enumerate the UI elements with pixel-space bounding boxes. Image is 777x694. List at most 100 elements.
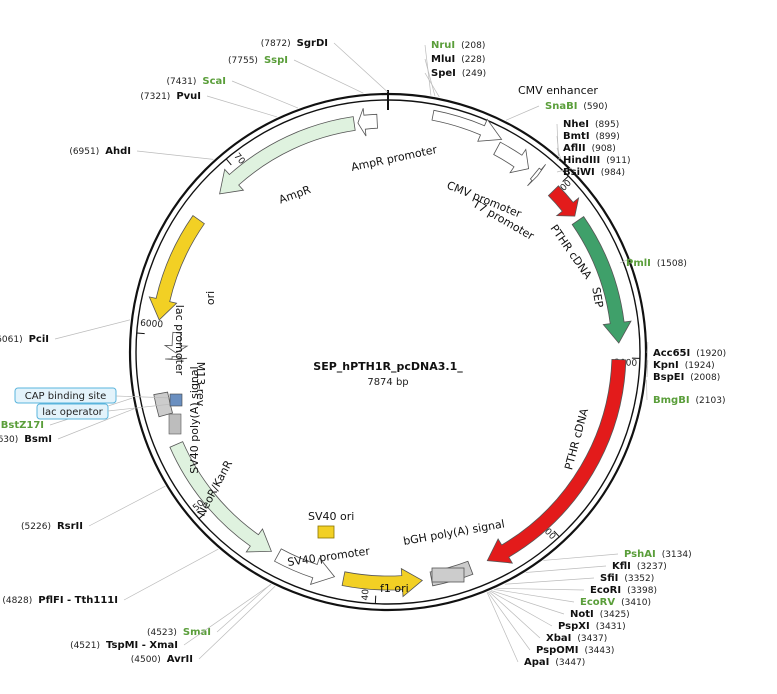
- site-leader-hindiii: [556, 157, 561, 161]
- feature-ori: [148, 215, 205, 321]
- site-name-hindiii: HindIII: [563, 155, 600, 166]
- site-apai: ApaI(3447): [524, 657, 585, 668]
- feature-ampr-promoter: [357, 108, 378, 137]
- plasmid-name: SEP_hPTH1R_pcDNA3.1_: [313, 360, 463, 373]
- site-spei: SpeI(249): [431, 68, 486, 79]
- site-pflfi-tth111i: PflFI - Tth111I(4828): [2, 595, 118, 606]
- site-pos-pvui: (7321): [140, 92, 170, 102]
- site-pos-bspei: (2008): [690, 373, 720, 383]
- tick-7000: [225, 158, 232, 166]
- site-leader-noti: [491, 590, 565, 615]
- feature-sv40-promoter: [273, 548, 336, 586]
- site-leader-apai: [486, 592, 519, 663]
- site-name-aflii: AflII: [563, 143, 586, 154]
- site-pos-mlui: (228): [461, 55, 485, 65]
- site-leader-snabi: [505, 105, 540, 121]
- site-bmgbi: BmgBI(2103): [653, 395, 725, 406]
- site-pos-kfli: (3237): [637, 562, 667, 572]
- site-name-bstz17i: BstZ17I: [1, 420, 44, 431]
- site-name-noti: NotI: [570, 609, 594, 620]
- site-nhei: NheI(895): [563, 119, 619, 130]
- feature-label-m13-rev: M13 rev: [194, 362, 207, 407]
- site-bstz17i: BstZ17I(5682): [1, 420, 44, 431]
- sv40-polya-mark: [168, 413, 182, 435]
- site-pos-tspmi-xmai: (4521): [70, 641, 100, 651]
- site-name-kpni: KpnI: [653, 360, 679, 371]
- site-name-acc65i: Acc65I: [653, 348, 690, 359]
- site-name-pcii: PciI: [29, 334, 49, 345]
- feature-label-ori: ori: [204, 291, 217, 305]
- site-pos-sfii: (3352): [624, 574, 654, 584]
- site-pos-bmgbi: (2103): [696, 396, 726, 406]
- site-name-xbai: XbaI: [546, 633, 571, 644]
- site-pos-aflii: (908): [592, 144, 616, 154]
- feature-lac-promoter: [163, 331, 189, 354]
- feature-label-f1-ori: f1 ori: [380, 582, 409, 595]
- site-kfli: KflI (3237): [612, 561, 667, 572]
- site-noti: NotI(3425): [570, 609, 630, 620]
- site-name-sfii: SfiI: [600, 573, 618, 584]
- site-pos-pspomi: (3443): [584, 646, 614, 656]
- site-pos-kpni: (1924): [685, 361, 715, 371]
- site-pos-acc65i: (1920): [696, 349, 726, 359]
- feature-cmv-promoter: [493, 141, 530, 174]
- site-name-tspmi-xmai: TspMI - XmaI: [106, 640, 178, 651]
- site-name-nhei: NheI: [563, 119, 589, 130]
- site-mlui: MluI (228): [431, 54, 485, 65]
- site-leader-pcii: [54, 319, 131, 340]
- site-leader-pvui: [206, 95, 278, 118]
- cap-binding-site-box-label: CAP binding site: [25, 391, 107, 402]
- feature-label-lac-promoter: lac promoter: [173, 305, 186, 376]
- site-name-bmti: BmtI: [563, 131, 590, 142]
- site-name-scai: ScaI: [202, 76, 226, 87]
- site-leader-pmli: [619, 258, 631, 264]
- site-pos-avrii: (4500): [131, 655, 161, 665]
- feature-f1-ori: [341, 567, 424, 598]
- site-leader-ecorv: [494, 589, 575, 603]
- site-acc65i: Acc65I (1920): [653, 348, 726, 359]
- feature-neor-kanr: [169, 441, 272, 553]
- site-nrui: NruI(208): [431, 40, 485, 51]
- feature-label-sv40-promoter: SV40 promoter: [287, 544, 372, 568]
- site-pos-smai: (4523): [147, 628, 177, 638]
- site-pos-pshai: (3134): [662, 550, 692, 560]
- site-pos-nrui: (208): [461, 41, 485, 51]
- feature-label-sep: SEP: [589, 286, 605, 309]
- site-leader-pspxi: [489, 590, 553, 627]
- feature-label-sv40-poly-a-signal: SV40 poly(A) signal: [188, 366, 201, 473]
- site-name-kfli: KflI: [612, 561, 631, 572]
- site-bsiwi: BsiWI(984): [563, 167, 625, 178]
- site-leader-tspmi-xmai: [183, 583, 272, 646]
- site-pos-apai: (3447): [555, 658, 585, 668]
- site-pos-rsrii: (5226): [21, 522, 51, 532]
- site-name-ecorv: EcoRV: [580, 597, 615, 608]
- site-pos-pflfi-tth111i: (4828): [2, 596, 32, 606]
- site-name-sgrdi: SgrDI: [297, 38, 328, 49]
- site-name-pvui: PvuI: [176, 91, 201, 102]
- site-xbai: XbaI(3437): [546, 633, 607, 644]
- site-pos-bmti: (899): [596, 132, 620, 142]
- tick-3000: [553, 530, 560, 538]
- sv40-ori-label: SV40 ori: [308, 510, 354, 523]
- site-leader-bsmi: [57, 408, 135, 440]
- site-leader-ahdi: [136, 150, 214, 160]
- feature-cmv-enhancer: [431, 109, 503, 142]
- site-leader-bsiwi: [556, 167, 572, 173]
- site-pspxi: PspXI(3431): [558, 621, 626, 632]
- feature-pthr-cdna-2: [486, 358, 627, 564]
- feature-t7-promoter: [527, 164, 546, 187]
- feature-sep: [571, 216, 632, 344]
- cap-binding-site-box: CAP binding site: [14, 387, 117, 404]
- site-leader-rsrii: [88, 485, 166, 527]
- site-leader-sgrdi: [333, 42, 388, 93]
- site-ahdi: AhdI(6951): [69, 146, 131, 157]
- site-name-mlui: MluI: [431, 54, 455, 65]
- sv40-ori-block: [317, 525, 335, 539]
- bgh-polya-mark: [431, 567, 465, 583]
- feature-label-bgh-poly-a-signal: bGH poly(A) signal: [402, 517, 505, 548]
- inner-features: SV40 ori: [308, 510, 354, 539]
- plasmid-size: 7874 bp: [367, 377, 408, 388]
- site-leader-smai: [216, 583, 272, 633]
